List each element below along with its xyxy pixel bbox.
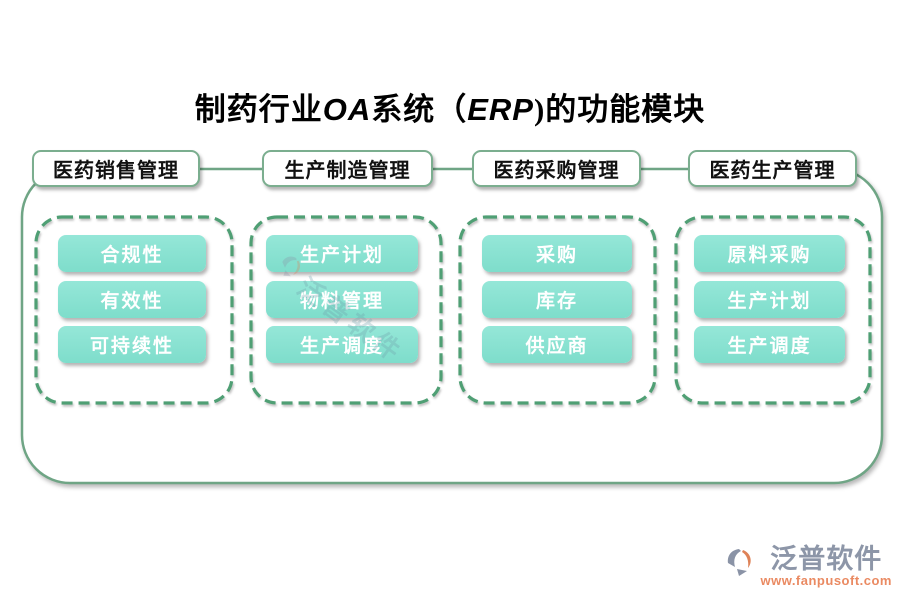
title-part: )的功能模块 bbox=[533, 92, 706, 127]
tab-sales-management[interactable]: 医药销售管理 bbox=[32, 150, 200, 187]
module-button-inventory[interactable]: 库存 bbox=[482, 281, 632, 318]
page-title: 制药行业OA系统（ERP)的功能模块 bbox=[0, 84, 900, 129]
group-box-purchasing bbox=[458, 215, 657, 405]
vendor-url[interactable]: www.fanpusoft.com bbox=[760, 573, 892, 588]
module-button-material-management[interactable]: 物料管理 bbox=[266, 281, 418, 318]
module-button-production-plan-2[interactable]: 生产计划 bbox=[694, 281, 845, 318]
module-button-purchasing[interactable]: 采购 bbox=[482, 235, 632, 272]
group-box-manufacturing bbox=[249, 215, 443, 405]
module-button-production-plan[interactable]: 生产计划 bbox=[266, 235, 418, 272]
title-part: 系统（ bbox=[371, 92, 468, 127]
outer-container-shape bbox=[20, 167, 884, 485]
module-button-effectiveness[interactable]: 有效性 bbox=[58, 281, 206, 318]
tab-production-management[interactable]: 医药生产管理 bbox=[688, 150, 857, 187]
tab-purchasing-management[interactable]: 医药采购管理 bbox=[472, 150, 641, 187]
tab-manufacturing-management[interactable]: 生产制造管理 bbox=[262, 150, 433, 187]
group-box-sales bbox=[34, 215, 234, 405]
vendor-name: 泛普软件 bbox=[770, 544, 883, 574]
module-button-sustainability[interactable]: 可持续性 bbox=[58, 326, 206, 363]
group-box-production bbox=[674, 215, 872, 405]
module-button-raw-material-purchasing[interactable]: 原料采购 bbox=[694, 235, 845, 272]
module-button-supplier[interactable]: 供应商 bbox=[482, 326, 632, 363]
title-part: 制药行业 bbox=[194, 92, 323, 127]
module-button-production-dispatch-2[interactable]: 生产调度 bbox=[694, 326, 845, 363]
vendor-logo[interactable]: 泛普软件 www.fanpusoft.com bbox=[725, 546, 892, 588]
title-part-oa: OA bbox=[322, 92, 372, 127]
module-button-compliance[interactable]: 合规性 bbox=[58, 235, 206, 272]
module-button-production-dispatch[interactable]: 生产调度 bbox=[266, 326, 418, 363]
title-part-erp: ERP bbox=[467, 92, 534, 127]
fanpu-logo-icon bbox=[728, 549, 752, 576]
